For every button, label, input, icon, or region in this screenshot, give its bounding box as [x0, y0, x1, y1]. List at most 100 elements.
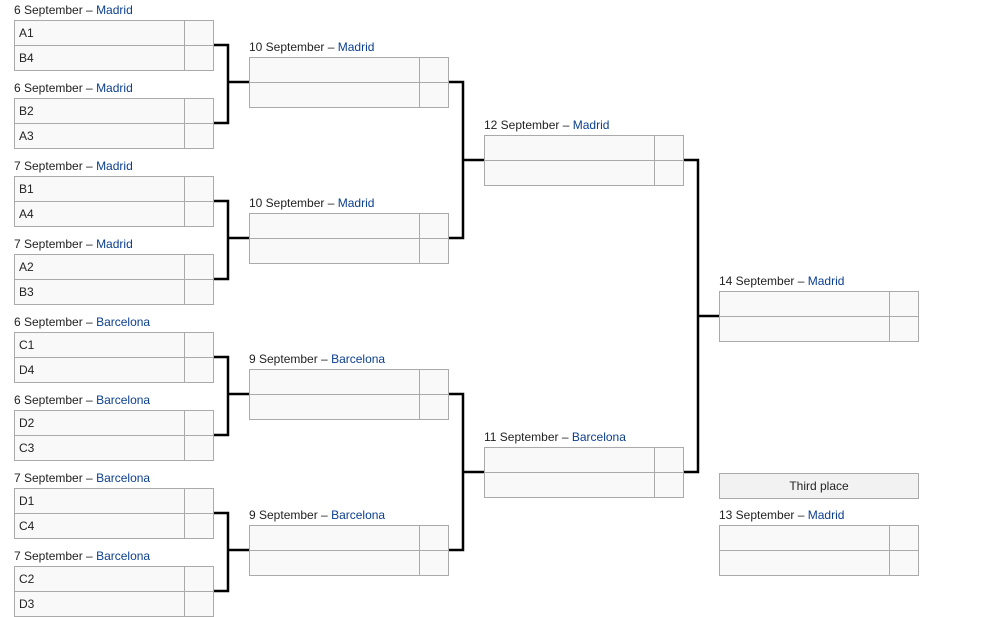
- sf-match-2-score-cell: [654, 472, 684, 498]
- qf-match-4-date: 9 September: [249, 508, 322, 522]
- r16-match-2-date: 6 September: [14, 81, 87, 95]
- final-match-date: 14 September: [719, 274, 798, 288]
- connector-r16-qf-1: [214, 43, 249, 125]
- sf-match-1-city-link[interactable]: Madrid: [572, 118, 610, 132]
- r16-match-3-date: 7 September: [14, 159, 87, 173]
- final-match-score-cell: [889, 316, 919, 342]
- qf-match-1-score-cell: [419, 82, 449, 108]
- r16-match-6-date: 6 September: [14, 393, 87, 407]
- qf-match-4-date-label: 9 September – Barcelona: [249, 508, 385, 522]
- qf-match-3-score-cell: [419, 369, 449, 395]
- final-match-team-cell: [719, 316, 890, 342]
- r16-match-1-date: 6 September: [14, 3, 87, 17]
- third-place-match-team-cell: [719, 550, 890, 576]
- qf-match-2-date: 10 September: [249, 196, 328, 210]
- qf-match-1-date-label: 10 September – Madrid: [249, 40, 374, 54]
- r16-match-7-score-cell: [184, 513, 214, 539]
- final-match-team-cell: [719, 291, 890, 317]
- r16-match-2-score-cell: [184, 123, 214, 149]
- r16-match-6-score-cell: [184, 435, 214, 461]
- r16-match-8-city-link[interactable]: Barcelona: [96, 549, 151, 563]
- sf-match-2-separator: –: [561, 430, 572, 444]
- r16-match-1-score-cell: [184, 45, 214, 71]
- r16-match-8-separator: –: [86, 549, 97, 563]
- r16-match-7-date-label: 7 September – Barcelona: [14, 471, 150, 485]
- third-place-match-score-cell: [889, 525, 919, 551]
- r16-match-3-score-cell: [184, 176, 214, 202]
- r16-match-1-team-cell: A1: [14, 20, 185, 46]
- qf-match-1-team-cell: [249, 82, 420, 108]
- qf-match-4-score-cell: [419, 525, 449, 551]
- r16-match-4-score-cell: [184, 279, 214, 305]
- r16-match-5-separator: –: [86, 315, 97, 329]
- r16-match-4-city-link[interactable]: Madrid: [96, 237, 133, 251]
- sf-match-1-score-cell: [654, 160, 684, 186]
- r16-match-1-city-link[interactable]: Madrid: [96, 3, 133, 17]
- sf-match-2-date: 11 September: [484, 430, 562, 444]
- r16-match-2-city-link[interactable]: Madrid: [96, 81, 133, 95]
- qf-match-1-city-link[interactable]: Madrid: [337, 40, 375, 54]
- qf-match-2-city-link[interactable]: Madrid: [337, 196, 375, 210]
- r16-match-6-date-label: 6 September – Barcelona: [14, 393, 150, 407]
- r16-match-5-city-link[interactable]: Barcelona: [96, 315, 151, 329]
- r16-match-4-team-cell: A2: [14, 254, 185, 280]
- r16-match-5-score-cell: [184, 357, 214, 383]
- qf-match-3-separator: –: [321, 352, 332, 366]
- qf-match-4-score-cell: [419, 550, 449, 576]
- r16-match-4-team-cell: B3: [14, 279, 185, 305]
- r16-match-7-city-link[interactable]: Barcelona: [96, 471, 151, 485]
- r16-match-1-date-label: 6 September – Madrid: [14, 3, 133, 17]
- sf-match-2-city-link[interactable]: Barcelona: [571, 430, 626, 444]
- qf-match-3-score-cell: [419, 394, 449, 420]
- r16-match-2-separator: –: [86, 81, 97, 95]
- r16-match-7-separator: –: [86, 471, 97, 485]
- r16-match-7-date: 7 September: [14, 471, 87, 485]
- r16-match-3-team-cell: A4: [14, 201, 185, 227]
- connector-r16-qf-2: [214, 199, 249, 281]
- r16-match-7-team-cell: D1: [14, 488, 185, 514]
- third-place-match-score-cell: [889, 550, 919, 576]
- connector-sf-final: [684, 158, 719, 474]
- r16-match-8-date-label: 7 September – Barcelona: [14, 549, 150, 563]
- qf-match-4-city-link[interactable]: Barcelona: [331, 508, 386, 522]
- r16-match-3-city-link[interactable]: Madrid: [96, 159, 133, 173]
- r16-match-2-date-label: 6 September – Madrid: [14, 81, 133, 95]
- r16-match-5-team-cell: C1: [14, 332, 185, 358]
- final-match-city-link[interactable]: Madrid: [807, 274, 845, 288]
- qf-match-3-date-label: 9 September – Barcelona: [249, 352, 385, 366]
- third-place-match-city-link[interactable]: Madrid: [807, 508, 845, 522]
- r16-match-6-team-cell: C3: [14, 435, 185, 461]
- third-place-header: Third place: [719, 473, 919, 499]
- r16-match-6-separator: –: [86, 393, 97, 407]
- r16-match-4-date: 7 September: [14, 237, 87, 251]
- third-place-match-date-label: 13 September – Madrid: [719, 508, 844, 522]
- qf-match-1-date: 10 September: [249, 40, 328, 54]
- sf-match-1-team-cell: [484, 135, 655, 161]
- qf-match-2-score-cell: [419, 238, 449, 264]
- r16-match-6-city-link[interactable]: Barcelona: [96, 393, 151, 407]
- qf-match-2-date-label: 10 September – Madrid: [249, 196, 374, 210]
- r16-match-2-team-cell: B2: [14, 98, 185, 124]
- connector-r16-qf-4: [214, 511, 249, 593]
- r16-match-4-date-label: 7 September – Madrid: [14, 237, 133, 251]
- r16-match-5-team-cell: D4: [14, 357, 185, 383]
- connector-qf-sf-2: [449, 392, 484, 552]
- qf-match-2-team-cell: [249, 238, 420, 264]
- sf-match-2-date-label: 11 September – Barcelona: [484, 430, 626, 444]
- final-match-separator: –: [797, 274, 808, 288]
- qf-match-3-city-link[interactable]: Barcelona: [331, 352, 386, 366]
- third-place-match-date: 13 September: [719, 508, 798, 522]
- qf-match-1-separator: –: [327, 40, 338, 54]
- r16-match-7-score-cell: [184, 488, 214, 514]
- r16-match-3-separator: –: [86, 159, 97, 173]
- r16-match-5-date: 6 September: [14, 315, 87, 329]
- sf-match-2-team-cell: [484, 472, 655, 498]
- qf-match-3-team-cell: [249, 394, 420, 420]
- r16-match-4-separator: –: [86, 237, 97, 251]
- sf-match-1-team-cell: [484, 160, 655, 186]
- r16-match-1-separator: –: [86, 3, 97, 17]
- r16-match-7-team-cell: C4: [14, 513, 185, 539]
- qf-match-4-separator: –: [321, 508, 332, 522]
- qf-match-3-date: 9 September: [249, 352, 322, 366]
